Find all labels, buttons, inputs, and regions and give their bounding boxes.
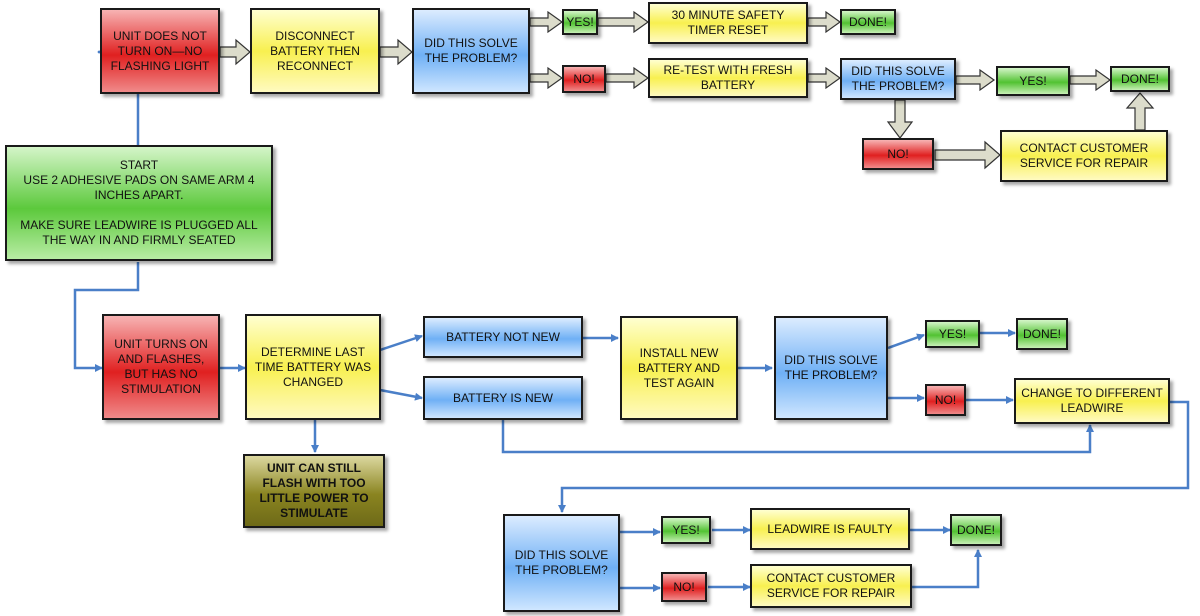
connector-contact2-to-done4 bbox=[912, 549, 982, 589]
solve-question-3: DID THIS SOLVE THE PROBLEM? bbox=[774, 316, 888, 420]
block-arrow-solve2-to-yes2 bbox=[955, 68, 996, 92]
no-badge-3: NO! bbox=[925, 384, 966, 416]
disconnect-battery-node: DISCONNECT BATTERY THEN RECONNECT bbox=[250, 8, 380, 94]
done-badge-3: DONE! bbox=[1016, 318, 1068, 350]
contact-customer-service-1: CONTACT CUSTOMER SERVICE FOR REPAIR bbox=[1000, 130, 1168, 182]
contact-customer-service-2: CONTACT CUSTOMER SERVICE FOR REPAIR bbox=[750, 564, 912, 608]
block-arrow-disconnect-to-solve1 bbox=[379, 38, 413, 66]
yes-badge-4: YES! bbox=[661, 516, 711, 544]
no-power-node: UNIT DOES NOT TURN ON—NO FLASHING LIGHT bbox=[100, 8, 220, 94]
block-arrow-solve1-to-yes1 bbox=[529, 10, 564, 34]
timer-reset-node: 30 MINUTE SAFETY TIMER RESET bbox=[648, 2, 808, 44]
no-badge-4: NO! bbox=[661, 572, 707, 602]
no-stimulation-node: UNIT TURNS ON AND FLASHES, BUT HAS NO ST… bbox=[102, 314, 220, 420]
solve-question-4: DID THIS SOLVE THE PROBLEM? bbox=[503, 514, 620, 612]
connector-battery-new-to-change bbox=[501, 420, 1094, 454]
block-arrow-yes1-to-timer bbox=[597, 10, 650, 34]
block-arrow-solve1-to-no1 bbox=[529, 66, 564, 90]
yes-badge-1: YES! bbox=[562, 9, 598, 35]
battery-is-new-node: BATTERY IS NEW bbox=[423, 376, 583, 420]
determine-battery-node: DETERMINE LAST TIME BATTERY WAS CHANGED bbox=[245, 314, 381, 420]
solve-question-1: DID THIS SOLVE THE PROBLEM? bbox=[412, 8, 530, 94]
block-arrow-timer-to-done1 bbox=[807, 10, 842, 34]
block-arrow-no-power-to-disconnect bbox=[219, 38, 251, 66]
retest-battery-node: RE-TEST WITH FRESH BATTERY bbox=[648, 58, 808, 98]
no-badge-1: NO! bbox=[562, 65, 606, 93]
connector-change-to-solve4 bbox=[558, 400, 1190, 513]
block-arrow-no2-to-contact1 bbox=[934, 140, 1001, 170]
done-badge-1: DONE! bbox=[840, 9, 896, 35]
change-leadwire-node: CHANGE TO DIFFERENT LEADWIRE bbox=[1014, 378, 1170, 424]
no-badge-2: NO! bbox=[862, 138, 934, 170]
start-node: START USE 2 ADHESIVE PADS ON SAME ARM 4 … bbox=[5, 145, 273, 261]
block-arrow-contact1-to-done2 bbox=[1125, 92, 1155, 131]
block-arrow-retest-to-solve2 bbox=[807, 66, 842, 90]
connector-start-to-no-stim bbox=[73, 262, 140, 372]
done-badge-2: DONE! bbox=[1110, 66, 1170, 92]
yes-badge-2: YES! bbox=[996, 66, 1070, 96]
block-arrow-no1-to-retest bbox=[605, 66, 650, 90]
connector-determine-to-battery-not-new bbox=[379, 334, 423, 352]
connector-determine-to-battery-new bbox=[379, 388, 423, 401]
low-power-note: UNIT CAN STILL FLASH WITH TOO LITTLE POW… bbox=[243, 454, 385, 528]
leadwire-faulty-node: LEADWIRE IS FAULTY bbox=[750, 508, 910, 550]
block-arrow-solve2-to-no2 bbox=[886, 99, 914, 139]
battery-not-new-node: BATTERY NOT NEW bbox=[423, 316, 583, 358]
install-new-battery-node: INSTALL NEW BATTERY AND TEST AGAIN bbox=[620, 316, 738, 420]
connector-solve3-to-yes3 bbox=[887, 333, 925, 350]
done-badge-4: DONE! bbox=[950, 514, 1002, 546]
yes-badge-3: YES! bbox=[925, 320, 980, 348]
solve-question-2: DID THIS SOLVE THE PROBLEM? bbox=[840, 58, 956, 100]
block-arrow-yes2-to-done2 bbox=[1069, 68, 1112, 92]
